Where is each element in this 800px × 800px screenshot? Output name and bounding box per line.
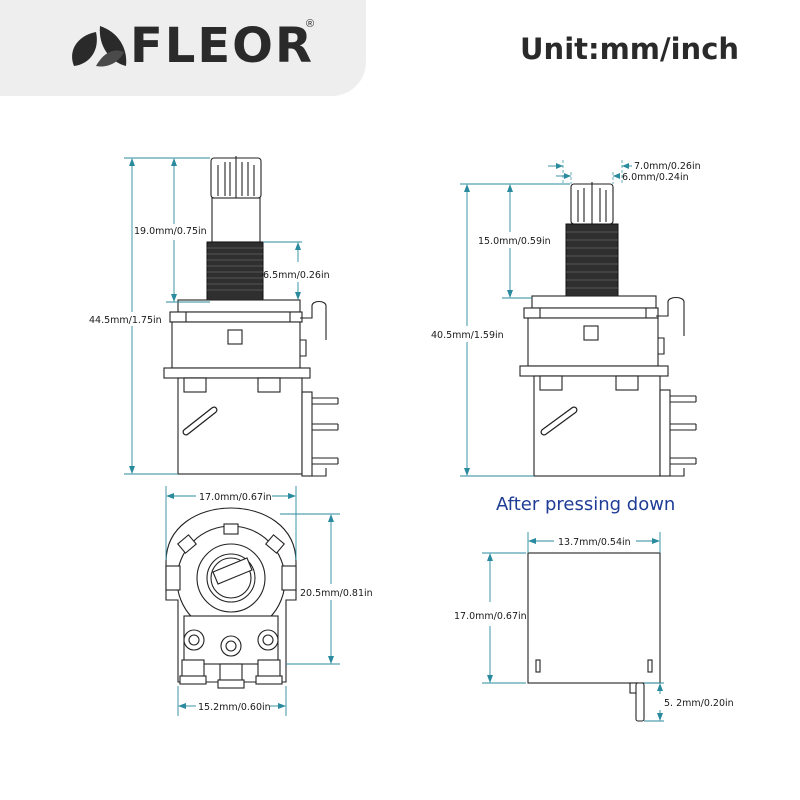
switch-view-drawing bbox=[527, 552, 661, 722]
side-thread-height-label: 6.5mm/0.26in bbox=[263, 270, 330, 281]
bottom-view-drawing bbox=[165, 507, 297, 689]
switch-pin-length-label: 5. 2mm/0.20in bbox=[664, 698, 734, 709]
switch-height-label: 17.0mm/0.67in bbox=[454, 611, 527, 622]
bottom-lug-width-label: 15.2mm/0.60in bbox=[198, 702, 271, 713]
brand-name: FLEOR bbox=[130, 18, 314, 74]
brand-logo-icon bbox=[72, 26, 127, 67]
pressed-view-caption: After pressing down bbox=[496, 494, 676, 515]
side-total-height-label: 44.5mm/1.75in bbox=[89, 315, 162, 326]
bottom-view-dimensions bbox=[165, 486, 340, 716]
side-shaft-height-label: 19.0mm/0.75in bbox=[134, 226, 207, 237]
unit-label: Unit:mm/inch bbox=[520, 32, 740, 66]
brand-header-panel bbox=[0, 0, 366, 96]
bottom-height-label: 20.5mm/0.81in bbox=[300, 588, 373, 599]
bottom-width-label: 17.0mm/0.67in bbox=[199, 492, 272, 503]
registered-mark: ® bbox=[306, 18, 315, 30]
switch-width-label: 13.7mm/0.54in bbox=[558, 537, 631, 548]
side-view-dimensions bbox=[124, 157, 302, 475]
pressed-view-drawing bbox=[519, 182, 697, 477]
pressed-total-height-label: 40.5mm/1.59in bbox=[431, 330, 504, 341]
switch-view-dimensions bbox=[482, 532, 664, 722]
pressed-shaft-height-label: 15.0mm/0.59in bbox=[478, 236, 551, 247]
side-view-drawing bbox=[163, 156, 339, 477]
pressed-shaft-outer-diameter-label: 7.0mm/0.26in bbox=[634, 161, 701, 172]
pressed-view-dimensions bbox=[460, 160, 632, 477]
pressed-shaft-inner-diameter-label: 6.0mm/0.24in bbox=[622, 172, 689, 183]
